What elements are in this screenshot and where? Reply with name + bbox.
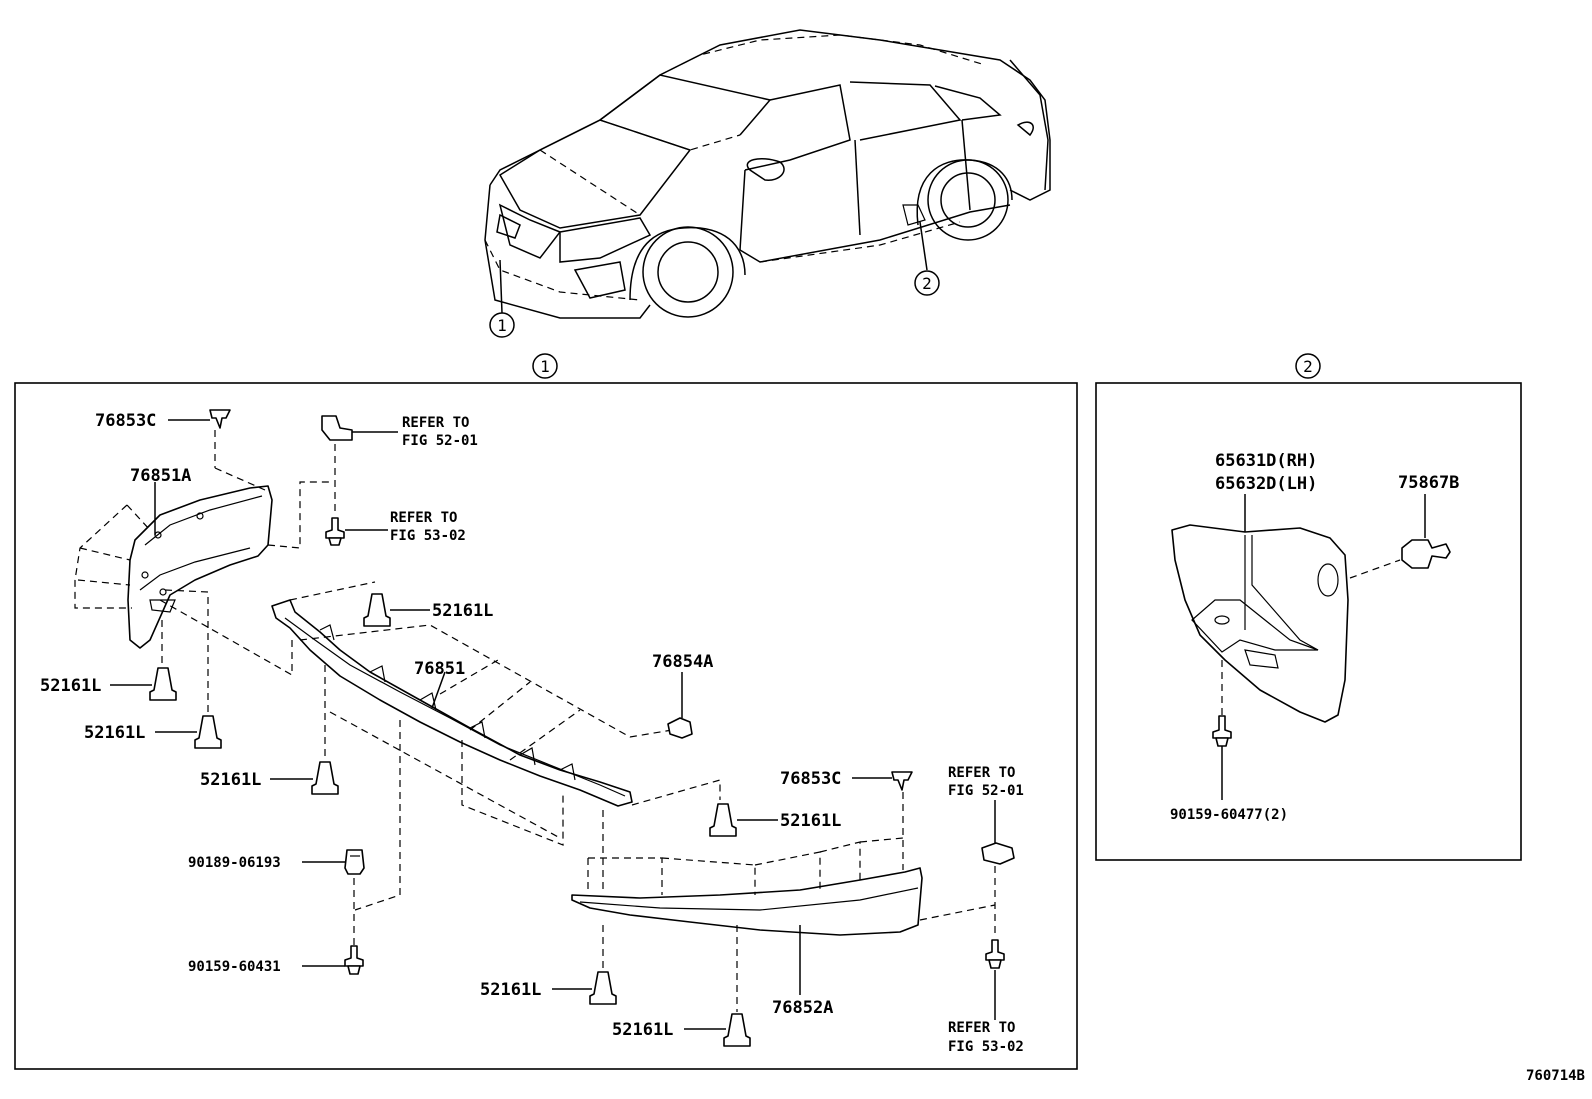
clip-52161l-d xyxy=(311,761,339,795)
section-2-frame xyxy=(1095,382,1522,861)
label-52161l-b: 52161L xyxy=(84,723,145,743)
screw-ref-53-02-right xyxy=(985,939,1005,969)
label-76854a: 76854A xyxy=(652,652,713,672)
ref-text-4-line2: FIG 53-02 xyxy=(948,1039,1024,1055)
label-76851a: 76851A xyxy=(130,466,191,486)
label-90159-60431: 90159-60431 xyxy=(188,959,281,975)
callout-2-circle xyxy=(914,270,940,296)
callout-2-label: 2 xyxy=(922,274,932,293)
bracket-ref-52-01-left xyxy=(321,415,353,441)
label-65632d-lh: 65632D(LH) xyxy=(1215,474,1317,494)
clip-52161l-b xyxy=(194,715,222,749)
bracket-ref-52-01-right xyxy=(981,842,1015,865)
screw-90159-60431 xyxy=(344,945,364,975)
car-illustration: 1 2 xyxy=(484,29,1051,338)
screw-ref-53-02-left xyxy=(325,517,345,546)
label-52161l-d: 52161L xyxy=(200,770,261,790)
nut-90189-06193 xyxy=(344,849,365,875)
label-65631d-rh: 65631D(RH) xyxy=(1215,451,1317,471)
part-76851a xyxy=(127,485,273,649)
label-90159-60477: 90159-60477(2) xyxy=(1170,807,1288,823)
label-76853c-right: 76853C xyxy=(780,769,841,789)
label-76853c-top: 76853C xyxy=(95,411,156,431)
ref-text-1-line2: FIG 52-01 xyxy=(402,433,478,449)
clip-52161l-f xyxy=(589,971,617,1005)
clip-52161l-g xyxy=(723,1013,751,1047)
label-75867b: 75867B xyxy=(1398,473,1459,493)
ref-text-2-line1: REFER TO xyxy=(390,510,457,526)
part-76851 xyxy=(271,599,633,807)
clip-75867b xyxy=(1401,539,1451,569)
label-52161l-f: 52161L xyxy=(480,980,541,1000)
callout-1-label: 1 xyxy=(497,316,507,335)
ref-text-4-line1: REFER TO xyxy=(948,1020,1015,1036)
ref-text-1-line1: REFER TO xyxy=(402,415,469,431)
label-90189-06193: 90189-06193 xyxy=(188,855,281,871)
diagram-code: 760714B xyxy=(1526,1068,1585,1084)
section-2-index-circle xyxy=(1295,353,1321,379)
label-52161l-c: 52161L xyxy=(432,601,493,621)
label-52161l-a: 52161L xyxy=(40,676,101,696)
bracket-76854a xyxy=(667,717,693,739)
part-mudguard-6563x xyxy=(1171,524,1349,723)
clip-52161l-c xyxy=(363,593,391,627)
clip-52161l-e xyxy=(709,803,737,837)
clip-52161l-a xyxy=(149,667,177,701)
label-76851: 76851 xyxy=(414,659,465,679)
part-76852a xyxy=(571,867,923,936)
ref-text-3-line1: REFER TO xyxy=(948,765,1015,781)
label-52161l-g: 52161L xyxy=(612,1020,673,1040)
section-1-index-circle xyxy=(532,353,558,379)
section-2-index: 2 xyxy=(1303,357,1313,376)
ref-text-3-line2: FIG 52-01 xyxy=(948,783,1024,799)
ref-text-2-line2: FIG 53-02 xyxy=(390,528,466,544)
screw-90159-60477 xyxy=(1212,715,1232,747)
label-52161l-e: 52161L xyxy=(780,811,841,831)
label-76852a: 76852A xyxy=(772,998,833,1018)
callout-1-circle xyxy=(489,312,515,338)
section-1-frame xyxy=(14,382,1078,1070)
clip-76853c-top xyxy=(209,409,231,429)
section-1-index: 1 xyxy=(540,357,550,376)
clip-76853c-right xyxy=(891,771,913,791)
